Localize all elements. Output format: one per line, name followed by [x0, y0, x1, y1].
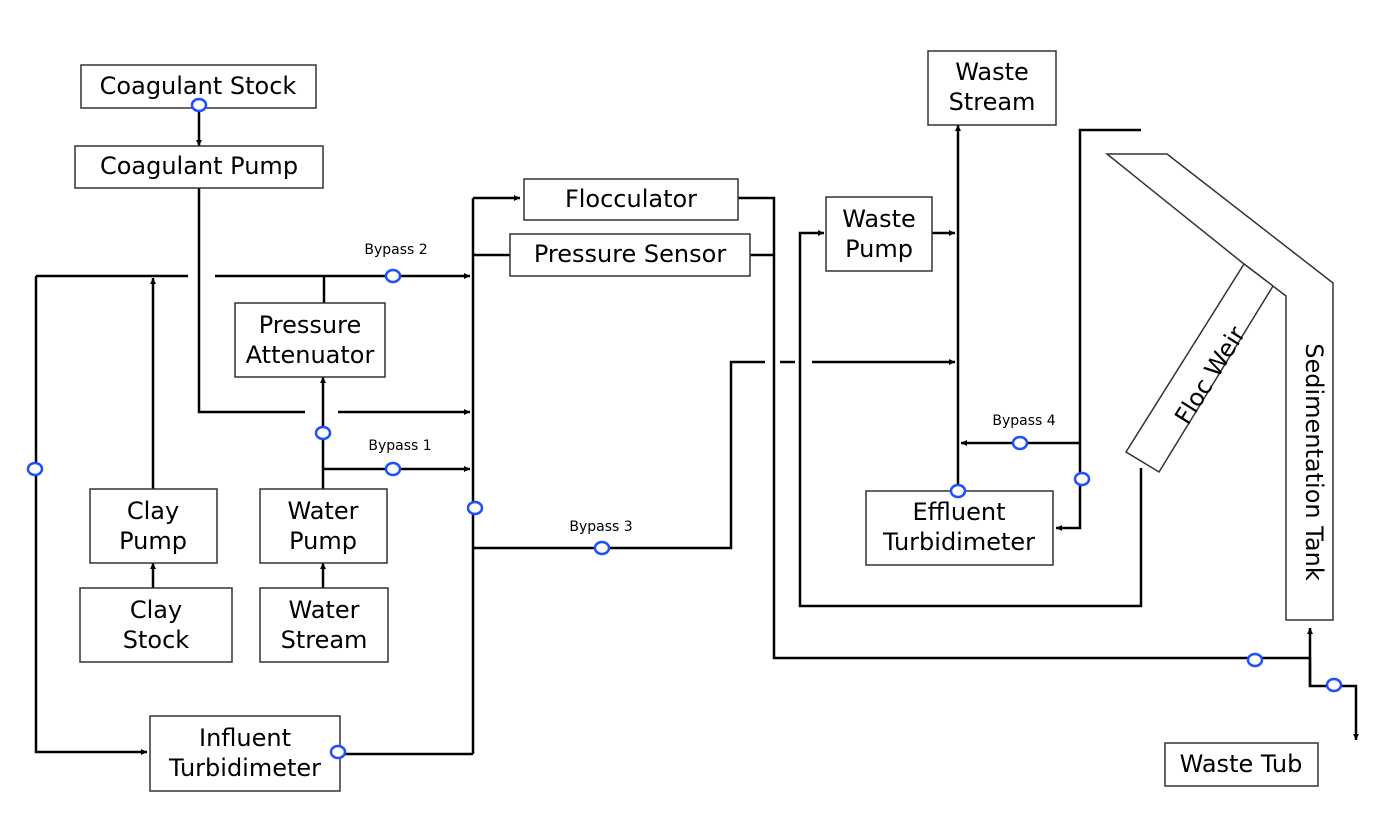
clay-stock-label-line1: Clay: [130, 596, 182, 624]
pressure-sensor-box[interactable]: Pressure Sensor: [509, 233, 751, 277]
valve-bypass2[interactable]: [384, 268, 402, 284]
pressure-sensor-label: Pressure Sensor: [534, 240, 727, 268]
water-stream-label-line1: Water: [289, 596, 360, 624]
waste-tub-box[interactable]: Waste Tub: [1164, 742, 1319, 787]
pressure-attenuator-label-line1: Pressure: [259, 311, 361, 339]
coagulant-pump-box[interactable]: Coagulant Pump: [74, 145, 324, 189]
effluent-riser-line: [1078, 128, 1141, 443]
waste-tub-label: Waste Tub: [1180, 750, 1303, 778]
piping: [34, 104, 1359, 756]
valve-effluent-sample[interactable]: [1073, 471, 1091, 487]
water-pump-label-line1: Water: [288, 497, 359, 525]
valves: [26, 97, 1343, 760]
effluent-turbidimeter-label-line2: Turbidimeter: [882, 528, 1035, 556]
effluent-turbidimeter-label-line1: Effluent: [913, 498, 1006, 526]
waste-pump-suction-line: [798, 230, 1143, 608]
clay-stock-box[interactable]: Clay Stock: [79, 587, 233, 663]
influent-turbidimeter-label-line1: Influent: [199, 724, 291, 752]
valve-effluent-turbidimeter[interactable]: [949, 483, 967, 499]
waste-pump-label-line2: Pump: [845, 235, 913, 263]
coagulant-feed-line: [197, 188, 305, 414]
water-pump-box[interactable]: Water Pump: [259, 488, 388, 564]
valve-waste-tub[interactable]: [1325, 677, 1343, 693]
sedimentation-assembly: [1104, 153, 1334, 621]
valve-tank-inlet[interactable]: [1246, 652, 1264, 668]
clay-pump-label-line2: Pump: [119, 527, 187, 555]
water-stream-label-line2: Stream: [281, 626, 368, 654]
bypass1-label: Bypass 1: [368, 438, 431, 454]
pressure-attenuator-label-line2: Attenuator: [246, 341, 375, 369]
clay-stock-label-line2: Stock: [123, 626, 190, 654]
flocculator-box[interactable]: Flocculator: [523, 178, 739, 221]
effluent-sample-line: [1056, 443, 1082, 531]
waste-pump-label-line1: Waste: [842, 205, 916, 233]
bypass4-label: Bypass 4: [992, 413, 1055, 429]
water-pump-label-line2: Pump: [289, 527, 357, 555]
coagulant-stock-label: Coagulant Stock: [100, 72, 297, 100]
waste-stream-label-line2: Stream: [949, 88, 1036, 116]
valve-bypass1[interactable]: [384, 461, 402, 477]
sedimentation-tank-label: Sedimentation Tank: [1300, 343, 1328, 581]
valve-influent-sample[interactable]: [26, 461, 44, 477]
water-stream-box[interactable]: Water Stream: [259, 587, 389, 663]
waste-stream-box[interactable]: Waste Stream: [927, 50, 1057, 126]
influent-turbidimeter-label-line2: Turbidimeter: [168, 754, 321, 782]
waste-pump-box[interactable]: Waste Pump: [825, 196, 933, 272]
valve-bypass3[interactable]: [593, 540, 611, 556]
valve-bypass4[interactable]: [1011, 435, 1029, 451]
flocculator-to-tank-line: [738, 196, 1310, 660]
waste-stream-label-line1: Waste: [955, 58, 1029, 86]
pressure-attenuator-box[interactable]: Pressure Attenuator: [234, 302, 386, 378]
valve-influent-turbidimeter[interactable]: [329, 744, 347, 760]
valve-coagulant-stock[interactable]: [190, 97, 208, 113]
clay-pump-label-line1: Clay: [127, 497, 179, 525]
waste-tub-drain-line: [1308, 658, 1359, 740]
valve-manifold[interactable]: [466, 500, 484, 516]
valve-water-feed[interactable]: [314, 425, 332, 441]
flocculator-label: Flocculator: [565, 185, 697, 213]
effluent-turbidimeter-box[interactable]: Effluent Turbidimeter: [865, 490, 1054, 566]
influent-turbidimeter-box[interactable]: Influent Turbidimeter: [149, 715, 341, 792]
floc-weir-shape: [1124, 262, 1274, 474]
influent-sample-line: [34, 276, 147, 755]
bypass2-label: Bypass 2: [364, 242, 427, 258]
coagulant-pump-label: Coagulant Pump: [100, 152, 298, 180]
clay-pump-box[interactable]: Clay Pump: [89, 488, 218, 564]
bypass3-label: Bypass 3: [569, 519, 632, 535]
